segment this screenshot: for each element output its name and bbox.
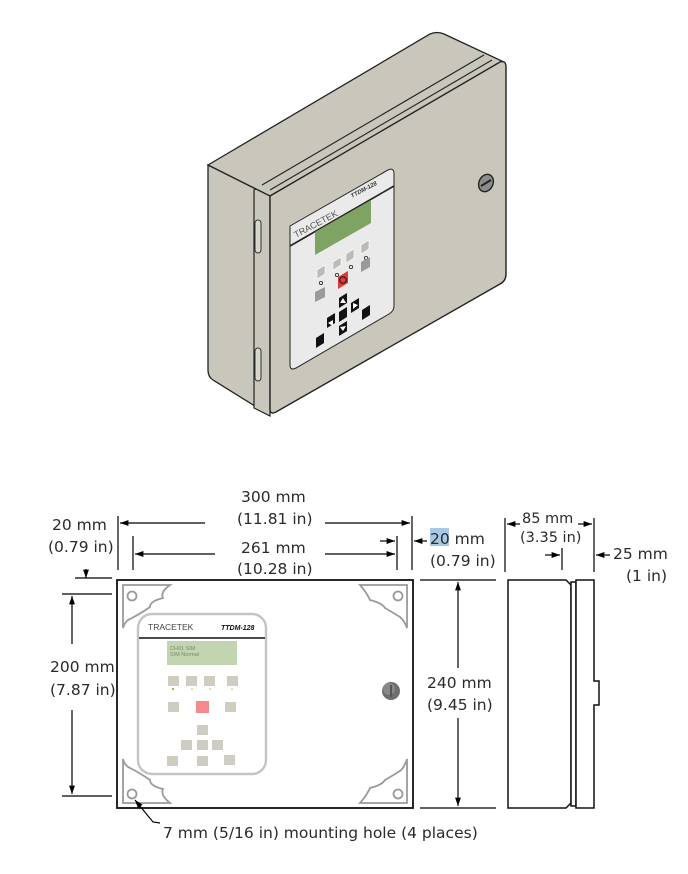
enclosure-side-panel <box>207 163 259 410</box>
dim-overall-height-in: (9.45 in) <box>427 696 493 714</box>
dim-overall-height-mm: 240 mm <box>427 674 492 692</box>
iso-reset-key <box>361 257 370 272</box>
front-brand-label: TRACETEK <box>148 622 194 632</box>
dim-right-offset-mm: 20 mm <box>430 530 485 548</box>
dim-hole-width-in: (10.28 in) <box>237 560 313 578</box>
dim-left-offset-in: (0.79 in) <box>48 538 114 556</box>
dim-door-depth-in: (1 in) <box>626 567 667 585</box>
front-lcd-display <box>167 641 237 665</box>
front-lcd-line-2: SIM Normal <box>170 652 199 658</box>
front-status-leds <box>171 687 234 691</box>
iso-status-keys <box>316 239 370 280</box>
nav-enter-key <box>339 307 347 322</box>
front-keys <box>167 676 238 766</box>
dim-overall-width-mm: 300 mm <box>241 488 306 506</box>
dim-left-offset-mm: 20 mm <box>52 516 107 534</box>
dim-hole-width-mm: 261 mm <box>241 539 306 557</box>
side-door <box>575 579 600 809</box>
front-lcd-line-1: CH01 SIM <box>170 646 196 652</box>
iso-alarm-key <box>338 271 348 289</box>
mounting-brackets <box>122 584 408 804</box>
hinge-bottom <box>254 347 262 382</box>
front-alarm-key <box>196 701 209 713</box>
front-lock-icon <box>382 682 400 700</box>
isometric-enclosure: TRACETEK TTDM-128 <box>206 31 507 417</box>
text-selection-highlight <box>430 528 449 546</box>
dim-depth-mm: 85 mm <box>522 511 573 527</box>
front-view: TRACETEK TTDM-128 CH01 SIM SIM Normal <box>116 579 414 809</box>
door-lock-icon <box>477 173 495 193</box>
front-model-label: TTDM-128 <box>221 625 255 632</box>
mounting-hole-icons <box>126 590 404 800</box>
iso-nav-keys <box>316 293 370 348</box>
nav-esc-key <box>316 333 324 348</box>
side-view <box>507 579 600 809</box>
dimension-labels: 300 mm (11.81 in) 261 mm (10.28 in) 20 m… <box>48 488 668 842</box>
dim-door-depth-mm: 25 mm <box>613 545 668 563</box>
dim-hole-height-in: (7.87 in) <box>50 681 116 699</box>
dim-overall-width-in: (11.81 in) <box>237 510 313 528</box>
dim-right-offset-in: (0.79 in) <box>430 552 496 570</box>
iso-test-key <box>315 287 325 302</box>
mounting-hole-note: 7 mm (5/16 in) mounting hole (4 places) <box>163 824 478 842</box>
side-body <box>507 579 572 809</box>
dimension-lines <box>62 516 610 824</box>
dim-hole-height-mm: 200 mm <box>50 658 115 676</box>
iso-lcd-display <box>315 200 371 255</box>
hinge-top <box>254 219 262 254</box>
dim-depth-in: (3.35 in) <box>520 530 581 546</box>
nav-select-key <box>362 305 370 320</box>
